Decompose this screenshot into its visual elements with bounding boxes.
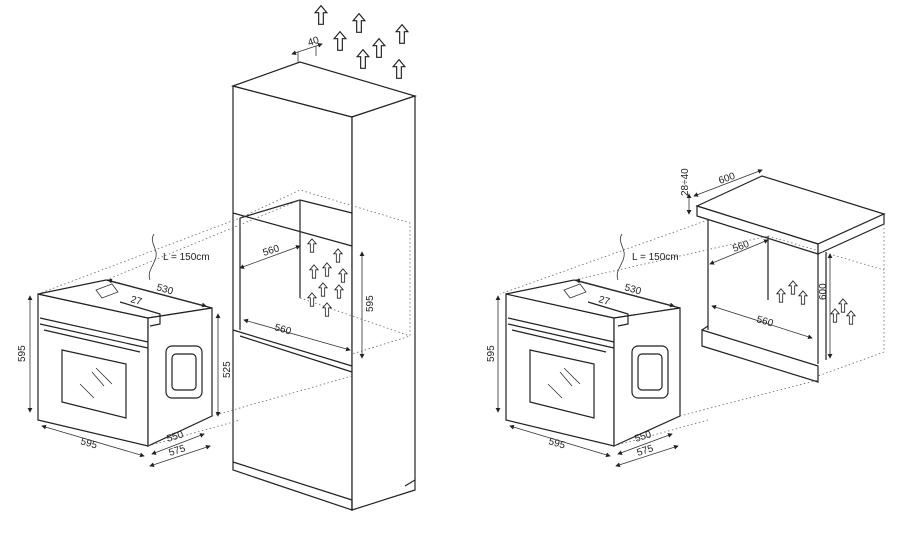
dim-panel-left-label: 27 (129, 294, 143, 308)
dim-oven-height-left-label: 595 (17, 345, 28, 362)
airflow-arrow-icon (333, 31, 347, 51)
airflow-arrow-icon (392, 59, 406, 79)
dim-oven-top-left: 530 (107, 278, 207, 308)
dim-counter-depth-label: 600 (717, 171, 737, 187)
airflow-arrow-icon (798, 290, 808, 305)
airflow-arrow-icon (830, 308, 840, 323)
dim-gap-label: 40 (307, 35, 321, 49)
dim-oven-depth575-left-label: 575 (168, 443, 188, 459)
dim-oven-top-right: 530 (575, 278, 675, 308)
dim-oven-depth575-left: 575 (149, 443, 211, 468)
tall-cabinet (230, 61, 418, 511)
cable-label-left: L = 150cm (163, 252, 210, 263)
dim-oven-depth575-right-label: 575 (636, 443, 656, 459)
dim-niche-height: 595 (359, 251, 376, 359)
dim-panel-left: 27 (129, 294, 143, 308)
oven-right (505, 233, 819, 447)
airflow-arrows-top (314, 5, 409, 79)
dim-counter-thickness-label: 28÷40 (680, 168, 691, 196)
power-cable-icon (148, 233, 157, 281)
airflow-arrow-icon (352, 13, 366, 33)
dim-counter-niche-lower: 560 (711, 304, 813, 340)
dim-counter-niche-upper-label: 560 (731, 239, 751, 255)
airflow-arrow-icon (314, 5, 328, 25)
cable-label-right: L = 150cm (632, 252, 679, 263)
dim-counter-niche-height: 600 (818, 253, 833, 359)
dim-niche-height-label: 595 (365, 295, 376, 312)
dim-niche-upper-label: 560 (262, 243, 282, 259)
dim-oven-top-right-label: 530 (623, 282, 642, 297)
airflow-arrow-icon (395, 24, 409, 44)
airflow-arrow-icon (356, 49, 370, 69)
dim-oven-depth575-right: 575 (615, 443, 679, 468)
dim-gap: 40 (291, 35, 323, 62)
airflow-arrow-icon (838, 298, 848, 313)
dim-oven-top-left-label: 530 (155, 282, 174, 297)
dim-niche-lower: 560 (243, 318, 351, 352)
dim-counter-niche-lower-label: 560 (755, 314, 774, 329)
airflow-arrow-icon (846, 310, 856, 325)
dim-counter-thickness: 28÷40 (680, 168, 692, 215)
dim-panel-right: 27 (597, 294, 611, 308)
dim-niche-upper: 560 (239, 243, 301, 269)
dim-oven-depth550-left-label: 550 (166, 429, 186, 445)
power-cable-icon (616, 233, 625, 281)
airflow-arrow-icon (788, 280, 798, 295)
dim-side-height-left-label: 525 (222, 361, 233, 378)
dim-side-height-left: 525 (215, 313, 233, 417)
dim-oven-depth550-right-label: 550 (634, 429, 654, 445)
airflow-arrow-icon (372, 38, 386, 58)
dim-panel-right-label: 27 (597, 294, 611, 308)
dim-niche-lower-label: 560 (273, 322, 292, 337)
dim-oven-width-right-label: 595 (547, 436, 566, 451)
dim-oven-height-right: 595 (486, 295, 501, 413)
dim-counter-niche-height-label: 600 (818, 283, 829, 300)
dim-oven-height-right-label: 595 (486, 345, 497, 362)
airflow-arrows-right (776, 280, 856, 325)
dim-oven-width-left-label: 595 (79, 436, 98, 451)
airflow-arrow-icon (776, 288, 786, 303)
dim-oven-width-right: 595 (509, 424, 611, 458)
dim-oven-height-left: 595 (17, 295, 33, 413)
dim-oven-width-left: 595 (41, 424, 145, 458)
